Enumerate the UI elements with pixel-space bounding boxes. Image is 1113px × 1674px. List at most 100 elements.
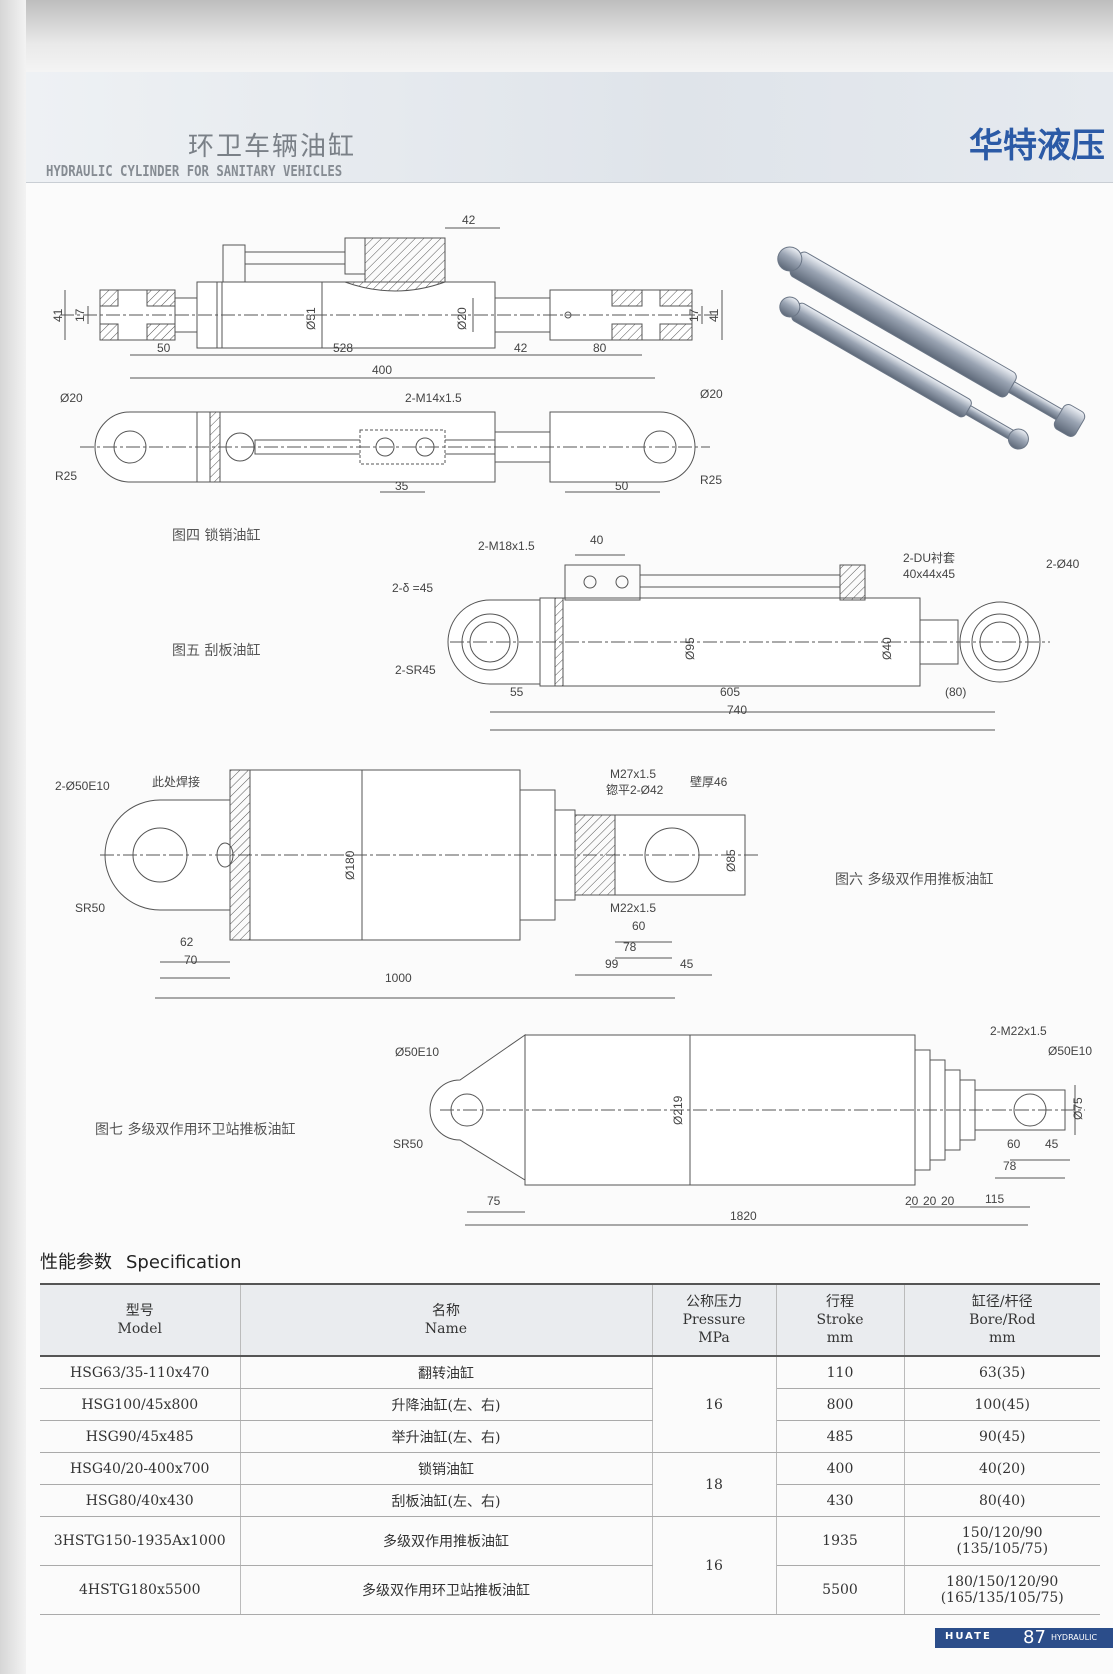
fig6-dimensions: 2-Ø50E10 此处焊接 M27x1.5 锪平2-Ø42 壁厚46 Ø180 … bbox=[55, 767, 738, 985]
spec-title-en: Specification bbox=[126, 1252, 242, 1273]
cell-model: 4HSTG180x5500 bbox=[40, 1565, 241, 1615]
dim: 2-δ =45 bbox=[392, 581, 433, 595]
cell-name: 多级双作用推板油缸 bbox=[240, 1516, 653, 1566]
cell-bore: 63(35) bbox=[904, 1356, 1100, 1389]
dim: 1820 bbox=[730, 1209, 757, 1223]
fig6-drawing bbox=[100, 769, 760, 999]
fig4-dimensions: 42 41 17 Ø51 Ø20 17 41 50 528 42 80 400 … bbox=[51, 213, 723, 493]
dim: 20 bbox=[905, 1194, 919, 1208]
dim: 2-SR45 bbox=[395, 663, 436, 677]
dim: SR50 bbox=[393, 1137, 423, 1151]
dim: 壁厚46 bbox=[690, 774, 728, 789]
dim: 2-M22x1.5 bbox=[990, 1024, 1047, 1038]
dim: Ø20 bbox=[60, 391, 83, 405]
dim: 2-DU衬套 bbox=[903, 551, 955, 565]
dim: SR50 bbox=[75, 901, 105, 915]
dim: 2-Ø40 bbox=[1046, 557, 1080, 571]
cell-stroke: 430 bbox=[776, 1484, 905, 1517]
dim: 400 bbox=[372, 363, 392, 377]
dim: 70 bbox=[184, 953, 198, 967]
dim: M27x1.5 bbox=[610, 767, 656, 781]
cell-stroke: 485 bbox=[776, 1420, 905, 1453]
dim: 42 bbox=[462, 213, 476, 227]
dim: Ø50E10 bbox=[395, 1045, 439, 1059]
page-title-cn: 环卫车辆油缸 bbox=[188, 132, 357, 162]
cell-model: 3HSTG150-1935Ax1000 bbox=[40, 1516, 241, 1566]
dim: 20 bbox=[941, 1194, 955, 1208]
cell-stroke: 400 bbox=[776, 1452, 905, 1485]
cell-pressure: 16 bbox=[652, 1356, 777, 1453]
dim: 80 bbox=[593, 341, 607, 355]
left-band bbox=[0, 0, 26, 1674]
fig4-side-view bbox=[60, 227, 723, 379]
spec-title-cn: 性能参数 bbox=[40, 1252, 112, 1273]
dim: 17 bbox=[73, 308, 87, 322]
cell-model: HSG40/20-400x700 bbox=[40, 1452, 241, 1485]
fig5-drawing bbox=[447, 554, 1050, 731]
top-band bbox=[0, 0, 1113, 72]
dim: 2-M18x1.5 bbox=[478, 539, 535, 553]
dim: 2-Ø50E10 bbox=[55, 779, 110, 793]
dim: Ø85 bbox=[724, 849, 738, 872]
footer-tag: HYDRAULIC bbox=[1051, 1633, 1098, 1642]
dim: 41 bbox=[51, 308, 65, 322]
cell-bore: 180/150/120/90(165/135/105/75) bbox=[904, 1565, 1100, 1615]
cell-pressure: 16 bbox=[652, 1516, 777, 1615]
page-footer: HUATE 87 HYDRAULIC bbox=[935, 1627, 1113, 1648]
cell-model: HSG80/40x430 bbox=[40, 1484, 241, 1517]
dim: R25 bbox=[55, 469, 77, 483]
dim: 78 bbox=[1003, 1159, 1017, 1173]
dim: 115 bbox=[985, 1192, 1004, 1206]
cell-bore: 100(45) bbox=[904, 1388, 1100, 1421]
table-row: HSG100/45x800 升降油缸(左、右) 800 100(45) bbox=[40, 1388, 1100, 1421]
dim: 55 bbox=[510, 685, 524, 699]
dim: 75 bbox=[487, 1194, 501, 1208]
page-number: 87 bbox=[1023, 1627, 1046, 1648]
table-row: HSG80/40x430 刮板油缸(左、右) 430 80(40) bbox=[40, 1484, 1100, 1517]
dim: Ø75 bbox=[1071, 1097, 1085, 1120]
table-row: 4HSTG180x5500 多级双作用环卫站推板油缸 5500 180/150/… bbox=[40, 1565, 1100, 1615]
cell-bore: 90(45) bbox=[904, 1420, 1100, 1453]
dim: 2-M14x1.5 bbox=[405, 391, 462, 405]
dim: 60 bbox=[632, 919, 646, 933]
dim: Ø20 bbox=[700, 387, 723, 401]
table-row: HSG90/45x485 举升油缸(左、右) 485 90(45) bbox=[40, 1420, 1100, 1453]
figure-caption: 图六 多级双作用推板油缸 bbox=[835, 871, 993, 888]
cell-name: 升降油缸(左、右) bbox=[240, 1388, 653, 1421]
fig5-dimensions: 2-M18x1.5 40 2-δ =45 2-DU衬套 40x44x45 2-Ø… bbox=[392, 533, 1080, 717]
dim: Ø40 bbox=[880, 637, 894, 660]
dim: Ø219 bbox=[671, 1095, 685, 1125]
dim: 62 bbox=[180, 935, 194, 949]
dim: 50 bbox=[157, 341, 171, 355]
dim: 605 bbox=[720, 685, 740, 699]
dim: 41 bbox=[707, 308, 721, 322]
dim: 锪平2-Ø42 bbox=[606, 782, 664, 797]
figure-caption: 图五 刮板油缸 bbox=[172, 642, 260, 659]
dim: (80) bbox=[945, 685, 966, 699]
brand-logo-text: 华特液压 bbox=[969, 126, 1105, 166]
dim: 45 bbox=[680, 957, 694, 971]
cell-name: 多级双作用环卫站推板油缸 bbox=[240, 1565, 653, 1615]
cell-pressure: 18 bbox=[652, 1452, 777, 1517]
cell-bore: 150/120/90(135/105/75) bbox=[904, 1516, 1100, 1566]
cell-stroke: 5500 bbox=[776, 1565, 905, 1615]
page-title-en: HYDRAULIC CYLINDER FOR SANITARY VEHICLES bbox=[46, 162, 343, 180]
cylinder-product-photo bbox=[777, 246, 1086, 450]
cell-stroke: 110 bbox=[776, 1356, 905, 1389]
cell-bore: 40(20) bbox=[904, 1452, 1100, 1485]
dim: 42 bbox=[514, 341, 528, 355]
cell-model: HSG63/35-110x470 bbox=[40, 1356, 241, 1389]
dim: 528 bbox=[333, 341, 353, 355]
dim: R25 bbox=[700, 473, 722, 487]
dim: Ø50E10 bbox=[1048, 1044, 1092, 1058]
dim: 60 bbox=[1007, 1137, 1021, 1151]
table-row: HSG63/35-110x470 翻转油缸 16 110 63(35) bbox=[40, 1356, 1100, 1453]
fig7-drawing bbox=[429, 1034, 1085, 1226]
